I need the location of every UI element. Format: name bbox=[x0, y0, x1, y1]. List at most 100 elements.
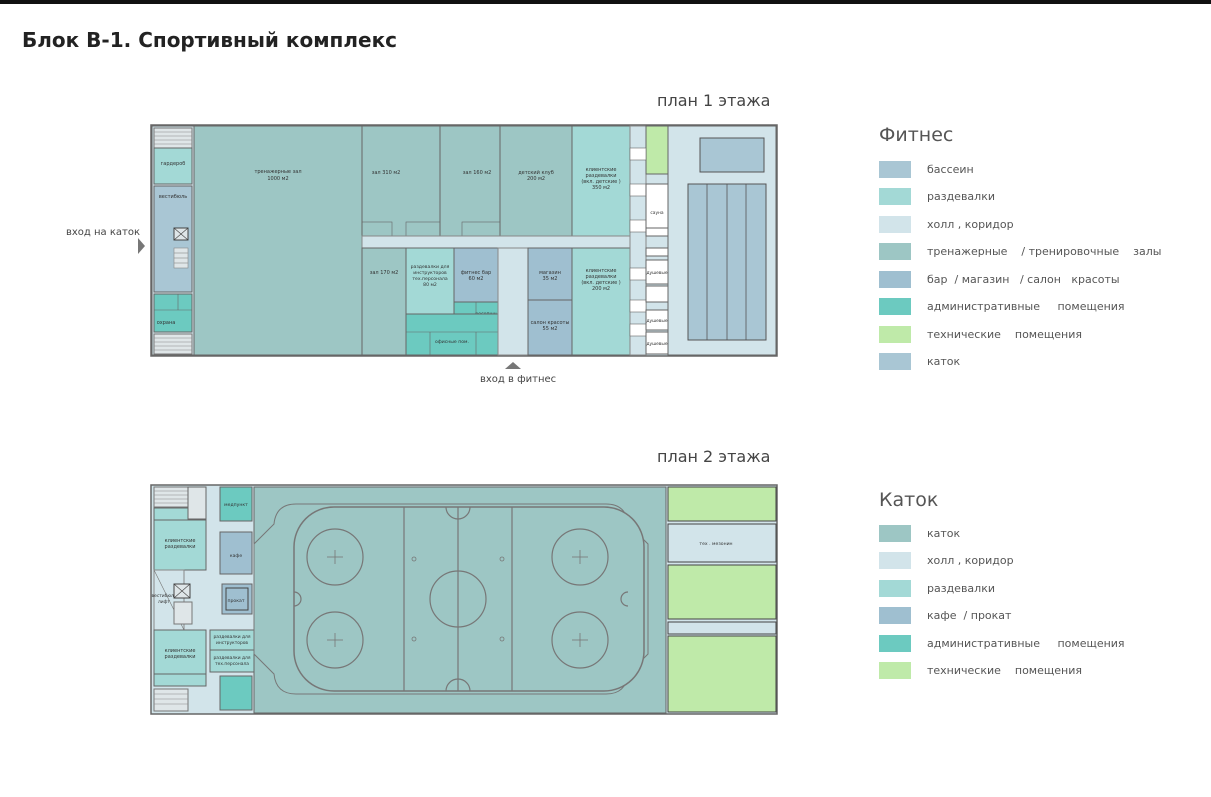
f1-shower-corridor bbox=[629, 125, 647, 356]
f2-rental bbox=[221, 583, 253, 615]
legend-swatch bbox=[879, 552, 911, 569]
f1-hall-310-text: зал 310 м2 bbox=[372, 170, 401, 176]
f1-sauna bbox=[645, 183, 669, 229]
f2-changing-bot-t1: клиентские bbox=[165, 648, 196, 654]
legend-label: бассеин bbox=[927, 162, 974, 176]
floor1-label: план 1 этажа bbox=[657, 91, 771, 110]
f2-instr2-t1: раздевалки для bbox=[213, 656, 250, 661]
f2-cafe bbox=[219, 531, 253, 575]
legend-label: раздевалки bbox=[927, 581, 995, 595]
legend-label: технические помещения bbox=[927, 664, 1082, 677]
legend-item: тренажерные / тренировочные залы bbox=[879, 243, 1161, 261]
f1-changing-bot-t2: раздевалки bbox=[586, 274, 617, 280]
legend-item: каток bbox=[879, 524, 960, 542]
f1-corridor bbox=[361, 235, 673, 249]
f1-fitbar-area: 60 м2 bbox=[469, 276, 484, 282]
legend-item: административные помещения bbox=[879, 298, 1125, 316]
legend-swatch bbox=[879, 243, 911, 260]
legend-swatch bbox=[879, 215, 911, 233]
legend-label: административные помещения bbox=[927, 636, 1125, 650]
f1-salon bbox=[527, 299, 573, 356]
legend-item: каток bbox=[879, 353, 960, 371]
f1-shop-text: магазин bbox=[539, 270, 561, 276]
f1-changing-bot-area: 200 м2 bbox=[592, 286, 610, 292]
f2-instr1-t2: инструкторов bbox=[216, 641, 248, 646]
top-border bbox=[0, 0, 1211, 4]
f2-medpunkt bbox=[219, 486, 253, 522]
f1-entry-corridor bbox=[497, 247, 529, 356]
f1-instructors-t1: раздевалки для bbox=[411, 265, 450, 270]
entry-fitness-arrow-icon bbox=[505, 362, 521, 369]
legend-swatch bbox=[879, 188, 911, 205]
f2-instr1 bbox=[209, 629, 255, 651]
f1-kids-club bbox=[499, 125, 573, 237]
f1-shower-1-text: душевые bbox=[646, 271, 667, 276]
f1-salon-area: 55 м2 bbox=[543, 326, 558, 332]
legend-item: технические помещения bbox=[879, 662, 1082, 680]
f2-vest-t1: вестибюль bbox=[152, 592, 177, 599]
f2-rink-ice bbox=[293, 506, 645, 692]
f1-small-pool bbox=[699, 137, 765, 173]
f1-stair-bottom bbox=[153, 333, 193, 355]
f1-changing-bot-t1: клиентские bbox=[586, 268, 617, 274]
entry-fitness-label: вход в фитнес bbox=[480, 374, 557, 385]
f2-admin-bottom bbox=[219, 675, 253, 711]
f1-hall-170 bbox=[361, 247, 407, 356]
legend-swatch bbox=[879, 607, 911, 624]
page-title: Блок В-1. Спортивный комплекс bbox=[22, 28, 398, 52]
f2-changing-bottom bbox=[153, 629, 207, 675]
f1-shop-area: 35 м2 bbox=[543, 276, 558, 282]
f2-tech-mezz bbox=[667, 523, 777, 563]
f2-vest-t2: лифт bbox=[158, 599, 170, 605]
f1-gym-main-text: тренажерные зал bbox=[254, 169, 301, 175]
f1-shower-2-text: душевые bbox=[646, 319, 667, 324]
f1-vestibule-text: вестибюль bbox=[159, 194, 187, 200]
f2-changing-top-t1: клиентские bbox=[165, 538, 196, 544]
f1-salon-text: салон красоты bbox=[531, 320, 570, 326]
legend-swatch bbox=[879, 579, 911, 597]
f1-store-text: охрана bbox=[157, 320, 176, 326]
f1-hall-160-text: зал 160 м2 bbox=[463, 170, 492, 176]
f2-instr2 bbox=[209, 649, 255, 673]
f1-office-text: офисные пом. bbox=[435, 339, 469, 345]
legend-label: кафе / прокат bbox=[927, 609, 1012, 622]
f1-wardrobe-text: гардероб bbox=[161, 161, 186, 167]
f2-instr1-t1: раздевалки для bbox=[213, 635, 250, 640]
legend-swatch bbox=[879, 353, 911, 370]
f1-hall-170-text: зал 170 м2 bbox=[370, 270, 399, 276]
legend-label: холл , коридор bbox=[927, 217, 1014, 231]
f1-tech-top bbox=[645, 125, 669, 175]
entry-rink-arrow-icon bbox=[138, 238, 145, 254]
legend-item: холл , коридор bbox=[879, 215, 1014, 233]
f1-fitbar bbox=[453, 247, 499, 303]
legend-item: бассеин bbox=[879, 160, 974, 178]
f1-stair-top bbox=[153, 127, 193, 149]
f2-rental-text: прокат bbox=[228, 599, 245, 604]
f1-changing-bottom bbox=[571, 247, 631, 356]
legend-swatch bbox=[879, 325, 911, 343]
f1-hall-310 bbox=[361, 125, 441, 237]
f1-changing-top-t3: (вкл. детские ) bbox=[581, 179, 620, 185]
f1-sauna-text: сауна bbox=[650, 211, 664, 216]
legend-swatch bbox=[879, 634, 911, 652]
legend-swatch bbox=[879, 160, 911, 178]
f1-instructors-t2: инструкторов bbox=[413, 271, 447, 276]
legend-label: каток bbox=[927, 526, 961, 540]
f1-changing-top-area: 350 м2 bbox=[592, 185, 610, 191]
legend-label: административные помещения bbox=[927, 300, 1125, 313]
f1-office bbox=[405, 313, 499, 356]
f2-tech-2 bbox=[667, 564, 777, 620]
legend-swatch bbox=[879, 524, 911, 542]
floor2-plan: клиентские раздевалки вестибюль лифт кли… bbox=[150, 484, 778, 715]
legend-label: технические помещения bbox=[927, 327, 1082, 341]
f2-changing-bot-t2: раздевалки bbox=[165, 654, 196, 660]
f1-kids-area: 200 м2 bbox=[527, 176, 545, 182]
f1-changing-top-t2: раздевалки bbox=[586, 173, 617, 179]
legend-label: раздевалки bbox=[927, 190, 995, 203]
legend-item: бар / магазин / салон красоты bbox=[879, 270, 1120, 288]
f1-kids-text: детский клуб bbox=[518, 169, 554, 176]
f2-medpunkt-text: медпункт bbox=[224, 503, 248, 508]
f1-gym-main-area: 1000 м2 bbox=[267, 176, 288, 182]
floor1-plan: гардероб вестибюль охрана тренажерные за… bbox=[150, 124, 778, 357]
f1-wardrobe-room bbox=[153, 147, 193, 185]
